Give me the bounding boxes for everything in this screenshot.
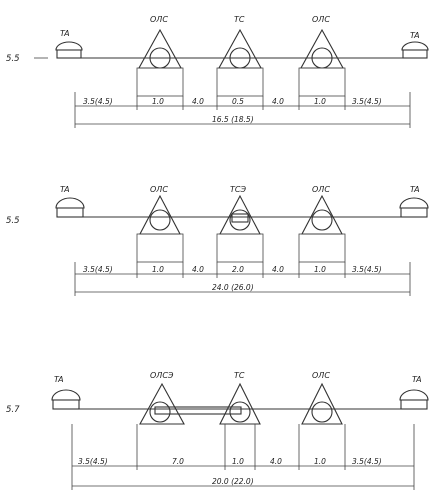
section-label: 5.5 [6,216,20,226]
unit-label-1: ОЛС [150,185,168,194]
unit-label-1: ОЛСЭ [150,371,174,380]
segment-label: 4.0 [192,265,204,274]
left-ta-symbol [55,41,83,59]
unit-label-2: ТСЭ [230,185,246,194]
left-symbol-label: TA [60,185,70,194]
unit-symbol-2 [219,382,261,446]
layout-diagram-2: 5.5 TA TA ОЛС ТСЭ ОЛС [6,185,429,296]
unit-symbol-2 [216,194,264,263]
unit-label-2: ТС [234,15,245,24]
right-ta-symbol [399,197,429,218]
left-symbol-label: TA [60,29,70,38]
left-ta-symbol [51,389,81,410]
unit-label-3: ОЛС [312,185,330,194]
segment-label: 3.5(4.5) [83,265,113,274]
segment-label: 0.5 [232,97,244,106]
layout-diagram-3: 5.7 TA TA ОЛСЭ ТС ОЛС [6,371,429,490]
unit-symbol-1 [136,28,184,97]
layout-diagram-1: 5.5 TA TA ОЛС ТС ОЛС [6,15,429,128]
unit-symbol-3 [298,382,346,446]
segment-label: 1.0 [152,265,164,274]
section-label: 5.5 [6,54,20,64]
segment-label: 3.5(4.5) [83,97,113,106]
unit-symbol-1 [136,382,242,446]
segment-label: 1.0 [314,97,326,106]
unit-symbol-3 [298,28,346,97]
left-symbol-label: TA [54,375,64,384]
total-length-label: 24.0 (26.0) [212,283,254,292]
right-symbol-label: TA [410,31,420,40]
total-length-label: 20.0 (22.0) [212,477,254,486]
dimension-chain [71,424,415,490]
segment-label: 4.0 [272,97,284,106]
unit-label-3: ОЛС [312,371,330,380]
unit-symbol-2 [216,28,264,97]
right-ta-symbol [401,41,429,59]
segment-label: 1.0 [152,97,164,106]
unit-label-1: ОЛС [150,15,168,24]
segment-label: 4.0 [192,97,204,106]
left-ta-symbol [55,197,85,218]
segment-label: 4.0 [270,457,282,466]
unit-label-2: ТС [234,371,245,380]
segment-label: 1.0 [232,457,244,466]
segment-label: 1.0 [314,265,326,274]
segment-label: 4.0 [272,265,284,274]
segment-label: 3.5(4.5) [352,457,382,466]
segment-label: 3.5(4.5) [352,265,382,274]
unit-symbol-3 [298,194,346,263]
unit-label-3: ОЛС [312,15,330,24]
right-symbol-label: TA [412,375,422,384]
right-ta-symbol [399,389,429,410]
section-label: 5.7 [6,405,20,415]
dimension-chain [74,92,411,128]
segment-label: 7.0 [172,457,184,466]
total-length-label: 16.5 (18.5) [212,115,254,124]
segment-label: 3.5(4.5) [78,457,108,466]
dimension-chain [74,262,411,296]
segment-label: 1.0 [314,457,326,466]
right-symbol-label: TA [410,185,420,194]
segment-label: 3.5(4.5) [352,97,382,106]
unit-symbol-1 [136,194,184,263]
segment-label: 2.0 [232,265,244,274]
